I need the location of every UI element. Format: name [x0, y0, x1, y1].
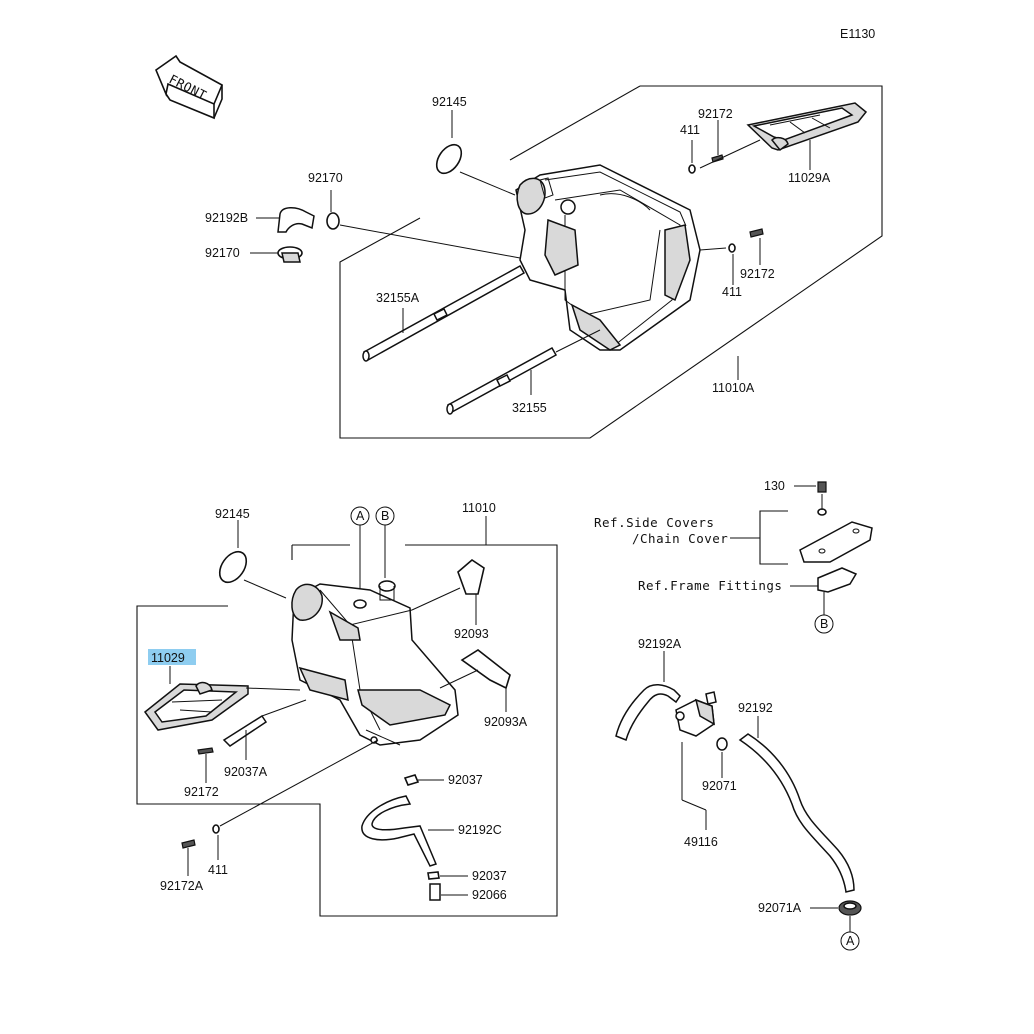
- o-ring: [435, 143, 463, 175]
- label-49116: 49116: [684, 835, 718, 849]
- ref-a-label: A: [356, 509, 365, 523]
- ref-b-right: B: [820, 617, 828, 631]
- label-92192c: 92192C: [458, 823, 502, 837]
- top-frame: [339, 85, 883, 439]
- label-92192b: 92192B: [205, 211, 248, 225]
- top-frame-edge: [509, 85, 641, 161]
- bolt-92172: [749, 228, 764, 238]
- washer-411: [728, 243, 736, 253]
- label-92093a: 92093A: [484, 715, 528, 729]
- label-92170-top: 92170: [308, 171, 343, 185]
- label-92066: 92066: [472, 888, 507, 902]
- label-92192: 92192: [738, 701, 773, 715]
- ref-b-label: B: [381, 509, 389, 523]
- label-92172a: 92172A: [160, 879, 204, 893]
- label-92071: 92071: [702, 779, 737, 793]
- cap-92071: [716, 737, 728, 751]
- label-ref-frame-fittings: Ref.Frame Fittings: [638, 578, 782, 593]
- bolt-92172: [197, 747, 214, 755]
- drain-tube-32155: [446, 346, 558, 415]
- gasket-92093: [457, 558, 485, 595]
- air-box-housing-bottom: [291, 580, 459, 746]
- leader: [261, 699, 307, 717]
- frame-fitting: [817, 567, 858, 593]
- plug-92066: [429, 883, 441, 901]
- bolt-130: [817, 481, 827, 493]
- washer: [817, 508, 827, 516]
- label-92172-right: 92172: [740, 267, 775, 281]
- label-92170-lower: 92170: [205, 246, 240, 260]
- label-92192a: 92192A: [638, 637, 682, 651]
- label-130: 130: [764, 479, 785, 493]
- bottom-frame: [136, 544, 558, 917]
- label-411-bottom: 411: [208, 863, 228, 877]
- leader: [219, 739, 379, 827]
- label-92093: 92093: [454, 627, 489, 641]
- leader: [699, 139, 761, 169]
- filter-element-11029: [143, 681, 249, 731]
- label-92071a: 92071A: [758, 901, 802, 915]
- hose-92192b: [277, 207, 315, 233]
- label-92037-lower: 92037: [472, 869, 507, 883]
- label-92145: 92145: [432, 95, 467, 109]
- label-92172-bottom: 92172: [184, 785, 219, 799]
- leader: [681, 799, 707, 811]
- side-cover-bracket: [799, 521, 873, 563]
- ref-bracket: [759, 510, 788, 565]
- ref-circle-b: [814, 614, 834, 634]
- right-group: 130 Ref.Side Covers /Chain Cover Ref.Fra…: [594, 479, 873, 951]
- filter-element-11029a: [746, 102, 868, 152]
- gasket-92093a: [460, 649, 511, 690]
- ref-circle-a: [840, 931, 860, 951]
- leader: [459, 171, 516, 196]
- o-ring: [218, 550, 248, 584]
- strap-92037a: [222, 714, 268, 747]
- label-92037a: 92037A: [224, 765, 268, 779]
- bolt-92172: [711, 154, 724, 163]
- air-box-housing: [515, 164, 701, 351]
- leader: [439, 669, 479, 689]
- leader: [243, 579, 287, 599]
- clip-92037: [427, 871, 440, 880]
- valve-49116: [675, 691, 717, 737]
- hose-92192c: [361, 795, 438, 867]
- diagram-code: E1130: [840, 27, 875, 41]
- label-92172-top: 92172: [698, 107, 733, 121]
- label-ref-side-covers: Ref.Side Covers: [594, 515, 714, 530]
- label-32155: 32155: [512, 401, 547, 415]
- label-11029a: 11029A: [788, 171, 831, 185]
- label-92145-bottom: 92145: [215, 507, 250, 521]
- leader: [245, 687, 301, 691]
- label-411-top: 411: [680, 123, 700, 137]
- clamp: [326, 212, 340, 230]
- leader: [555, 329, 601, 353]
- label-411-right: 411: [722, 285, 742, 299]
- label-ref-chain-cover: /Chain Cover: [632, 531, 728, 546]
- label-92037-upper: 92037: [448, 773, 483, 787]
- label-11010a: 11010A: [712, 381, 755, 395]
- top-assembly: 92145 92170 92192B 92170: [205, 85, 883, 439]
- bottom-assembly: 11010 92145 A B: [136, 501, 558, 917]
- drain-tube-32155a: [362, 264, 526, 362]
- washer-411: [688, 164, 696, 174]
- clip-92037: [403, 774, 420, 786]
- label-11029[interactable]: 11029: [151, 651, 185, 665]
- bolt-92172a: [181, 839, 196, 849]
- hose-92192: [738, 733, 855, 893]
- leader: [699, 247, 727, 251]
- leader: [339, 224, 521, 259]
- label-11010: 11010: [462, 501, 496, 515]
- front-arrow-icon: FRONT: [155, 54, 224, 120]
- hose-92192a: [615, 684, 681, 742]
- washer-411: [212, 824, 220, 834]
- highlight-11029: [148, 649, 196, 665]
- ref-a-right: A: [846, 934, 855, 948]
- label-32155a: 32155A: [376, 291, 420, 305]
- leader: [411, 587, 461, 611]
